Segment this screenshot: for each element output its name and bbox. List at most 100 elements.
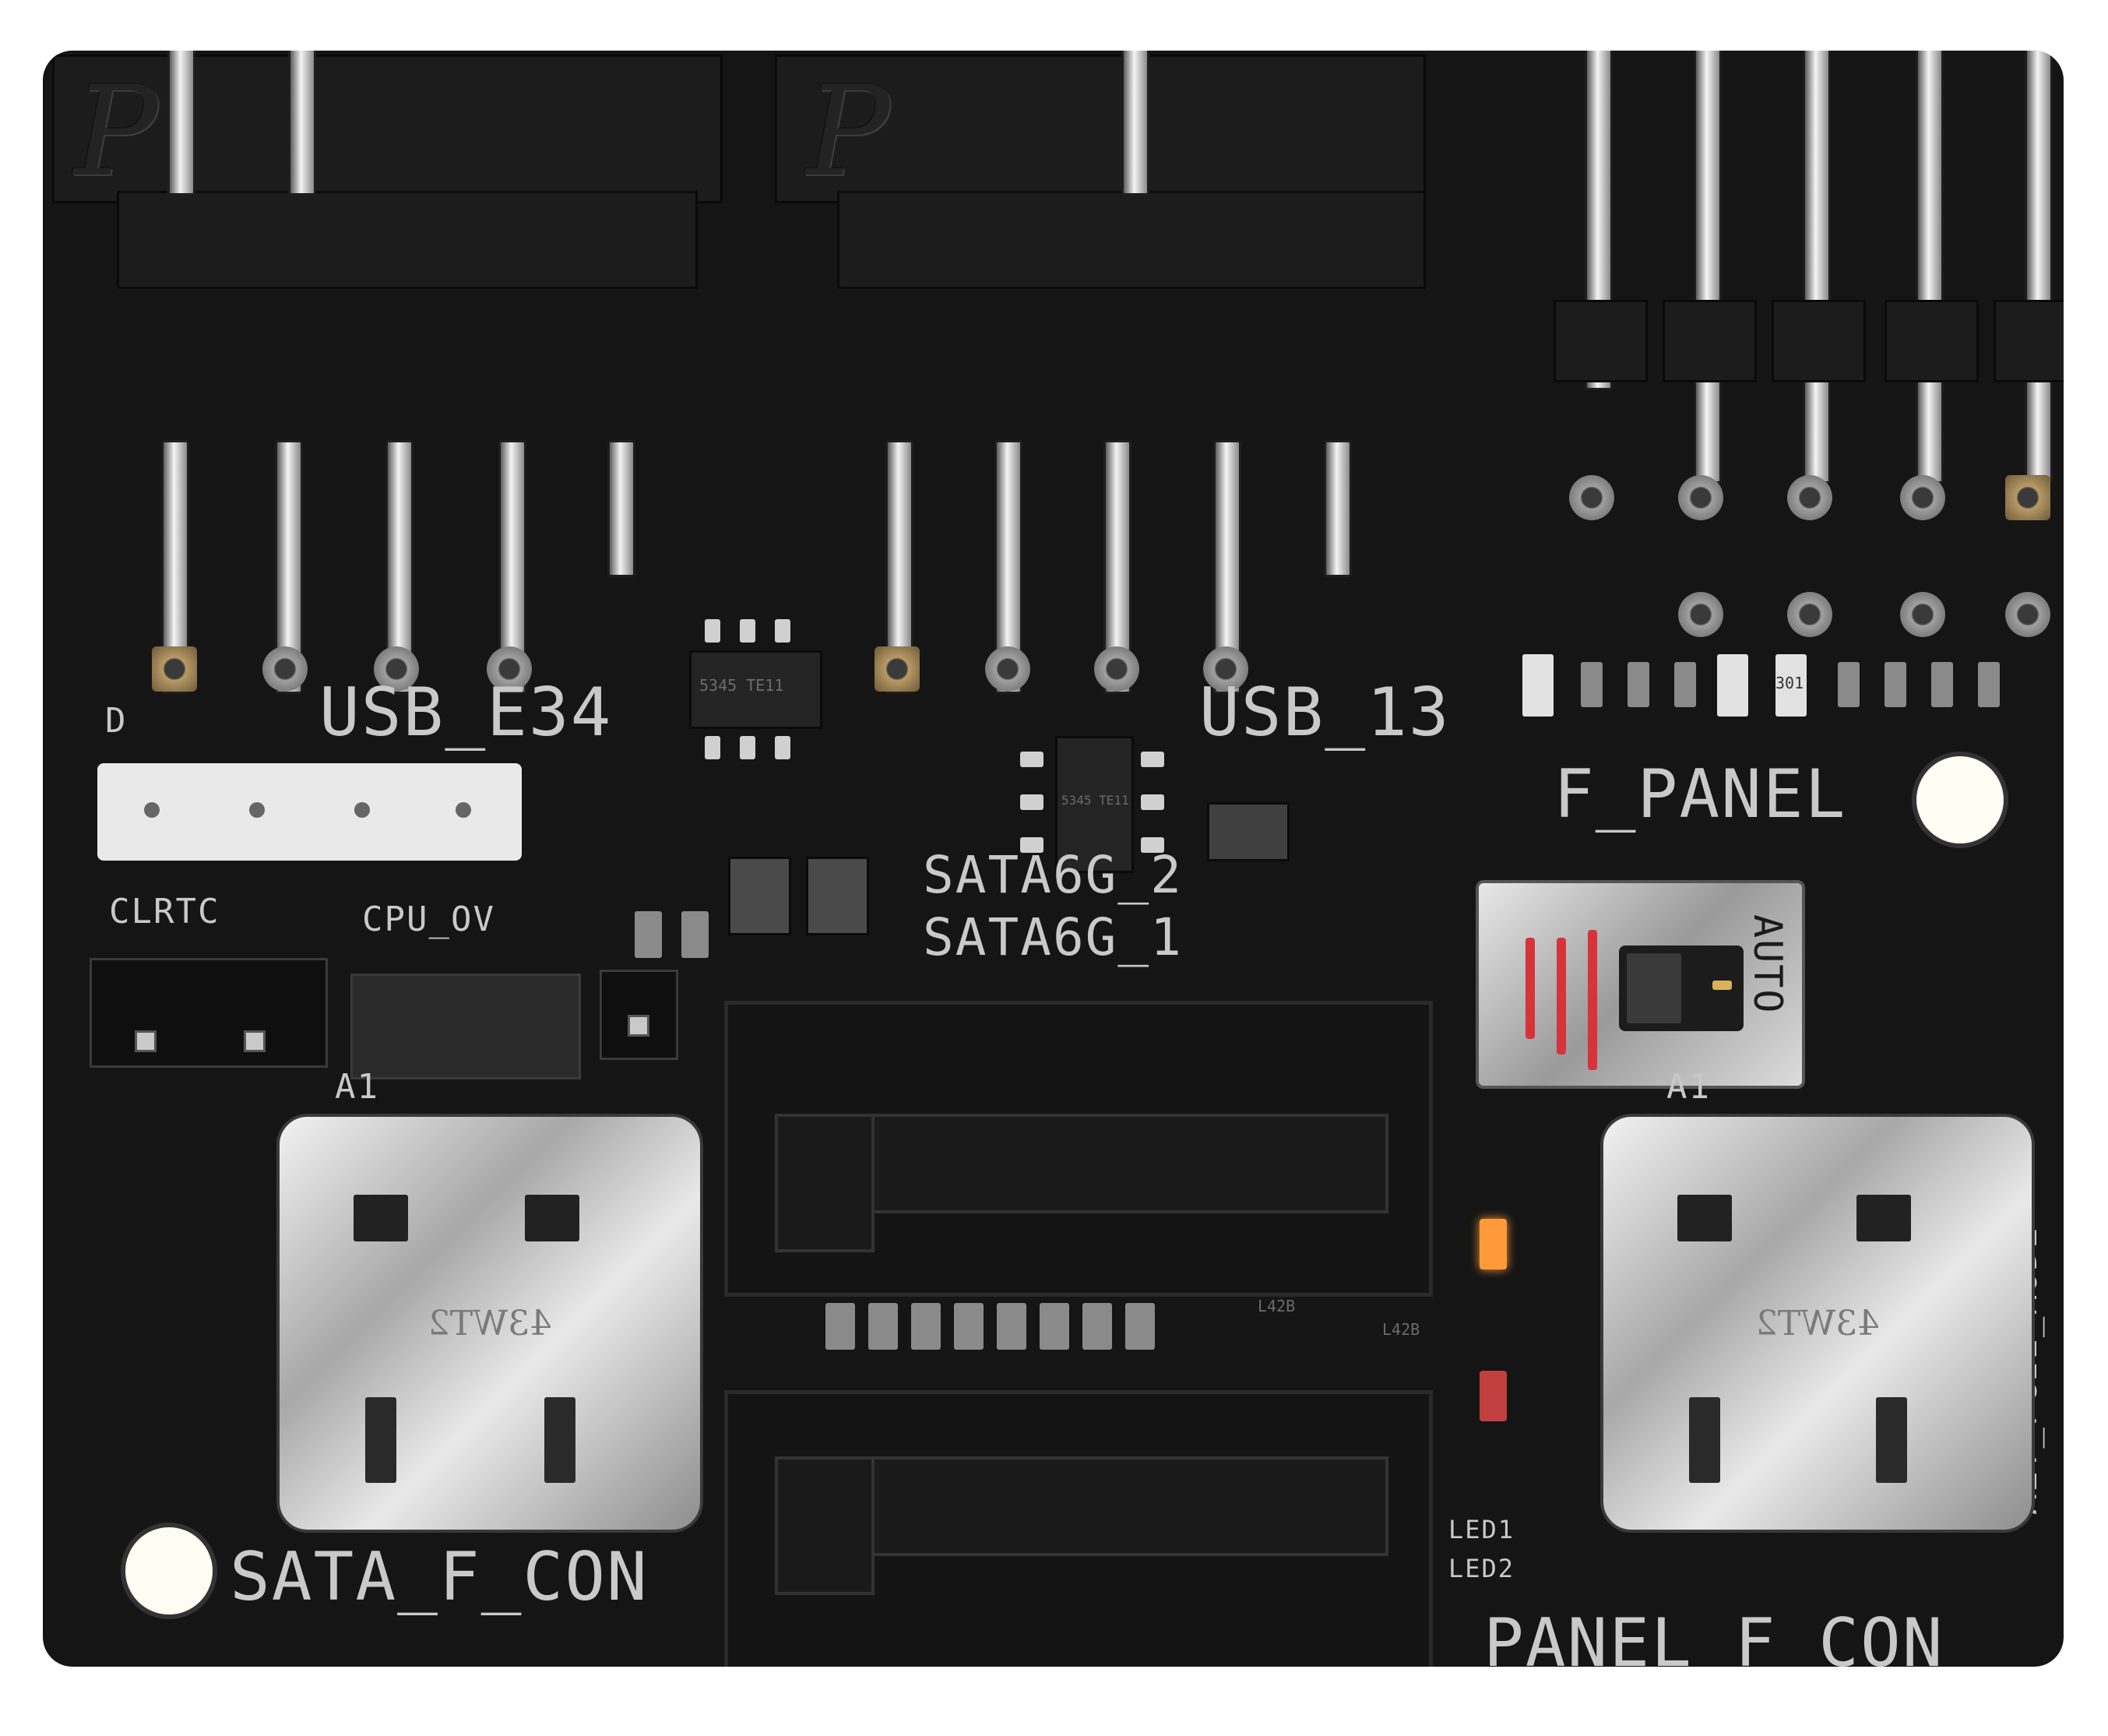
chip-leg [705, 736, 720, 759]
cpu-ov-pin[interactable] [600, 970, 678, 1060]
sata6g-1-port[interactable] [724, 1390, 1433, 1667]
chip-leg [740, 619, 755, 643]
sata-f-con-label: SATA_F_CON [230, 1538, 649, 1616]
capacitor [1082, 1303, 1112, 1350]
usb-13-housing-lower [837, 191, 1426, 289]
sata6g-2-label: SATA6G_2 [923, 845, 1183, 905]
a1-left-label: A1 [335, 1067, 379, 1107]
solder-pad [985, 646, 1030, 692]
solder-pad [2005, 592, 2050, 637]
pin [607, 440, 635, 577]
sata-slot [775, 1456, 1388, 1556]
solder-pad [1678, 475, 1723, 520]
usb-e34-label: USB_E34 [319, 674, 613, 752]
pin [1324, 440, 1352, 577]
inductor-mark: L42B [1382, 1320, 1420, 1339]
chip-leg [740, 736, 755, 759]
chip-leg [1141, 837, 1164, 853]
pin [1916, 51, 1944, 484]
chip-mark: 5345 TE11 [1061, 793, 1129, 808]
panel-f-con-label: PANEL_F_CON [1483, 1604, 1944, 1667]
chip-leg [775, 619, 790, 643]
usb-c-port-right[interactable]: 43WT2 [1600, 1114, 2035, 1533]
capacitor [635, 911, 662, 958]
usb-e34-housing [52, 55, 723, 203]
sata-key [775, 1114, 875, 1252]
mounting-hole [1912, 752, 2008, 848]
capacitor [997, 1303, 1026, 1350]
auto-label: AUTO [1745, 914, 1790, 1015]
usbc-tab [525, 1195, 579, 1241]
usb-13-housing [775, 55, 1426, 203]
a1-right-label: A1 [1666, 1067, 1711, 1107]
resistor [1775, 654, 1807, 717]
solder-pad [875, 646, 920, 692]
usbc-contact [365, 1397, 396, 1483]
capacitor [954, 1303, 984, 1350]
ic-chip [806, 857, 869, 935]
solder-pad [262, 646, 308, 692]
pin [1803, 51, 1831, 484]
capacitor [868, 1303, 898, 1350]
clrtc-header[interactable] [90, 958, 328, 1068]
solder-pad [487, 646, 532, 692]
clrtc-jumper[interactable] [97, 763, 522, 861]
resistor [1717, 654, 1748, 717]
solder-pad [1678, 592, 1723, 637]
sata6g-2-port[interactable] [724, 1001, 1433, 1297]
capacitor [1125, 1303, 1155, 1350]
usb-13-connector[interactable]: P [775, 51, 1468, 440]
resistor [1628, 662, 1649, 707]
sata-key [775, 1456, 875, 1595]
sata6g-1-label: SATA6G_1 [923, 907, 1183, 967]
usbc-tab [1677, 1195, 1732, 1241]
usbc-contact [1689, 1397, 1720, 1483]
chip-leg [1020, 794, 1043, 810]
usb-e34-connector[interactable]: P [43, 51, 744, 440]
jumper-hole [249, 802, 265, 818]
inductor-mark: L42B [1258, 1297, 1296, 1315]
pinrex-logo: P [806, 58, 890, 204]
f-panel-header[interactable] [1507, 51, 2064, 588]
solder-pad [1094, 646, 1139, 692]
solder-pad [1203, 646, 1248, 692]
chip-leg [1020, 752, 1043, 767]
led1-label: LED1 [1448, 1515, 1515, 1544]
ic-chip [1207, 802, 1290, 861]
switch-knob [1627, 953, 1681, 1023]
chip-leg [705, 619, 720, 643]
switch-slider[interactable] [1619, 945, 1744, 1031]
chip-leg [1141, 794, 1164, 810]
solder-pad [1900, 475, 1945, 520]
led2-label: LED2 [1448, 1554, 1515, 1583]
switch-mark [1526, 938, 1535, 1039]
pin [288, 51, 316, 195]
resistor [1581, 662, 1603, 707]
usb-c-port-left[interactable]: 43WT2 [276, 1114, 703, 1533]
capacitor [825, 1303, 855, 1350]
chip-mark: 5345 TE11 [699, 676, 784, 695]
ic-chip: 5345 TE11 [689, 650, 822, 729]
usbc-mark: 43WT2 [428, 1304, 552, 1343]
alt-pcie-mode-switch[interactable]: AUTO [1476, 880, 1805, 1089]
usbc-tab [354, 1195, 408, 1241]
header-block [1554, 300, 1648, 382]
resistor [1674, 662, 1696, 707]
d-mark: D [105, 701, 128, 741]
chip-leg [775, 736, 790, 759]
cpu-ov-header[interactable] [350, 974, 581, 1079]
capacitor [1040, 1303, 1069, 1350]
usbc-mark: 43WT2 [1755, 1304, 1880, 1343]
cpu-ov-label: CPU_OV [362, 900, 495, 939]
jumper-hole [456, 802, 471, 818]
header-block [1885, 300, 1979, 382]
header-block [1663, 300, 1757, 382]
resistor [1978, 662, 2000, 707]
resistor [1885, 662, 1906, 707]
header-pin [135, 1030, 157, 1052]
led2 [1480, 1371, 1507, 1421]
chip-leg [1020, 837, 1043, 853]
resistor-mark: 301 [1775, 674, 1804, 692]
solder-pad [2005, 475, 2050, 520]
usb-e34-housing-lower [117, 191, 698, 289]
